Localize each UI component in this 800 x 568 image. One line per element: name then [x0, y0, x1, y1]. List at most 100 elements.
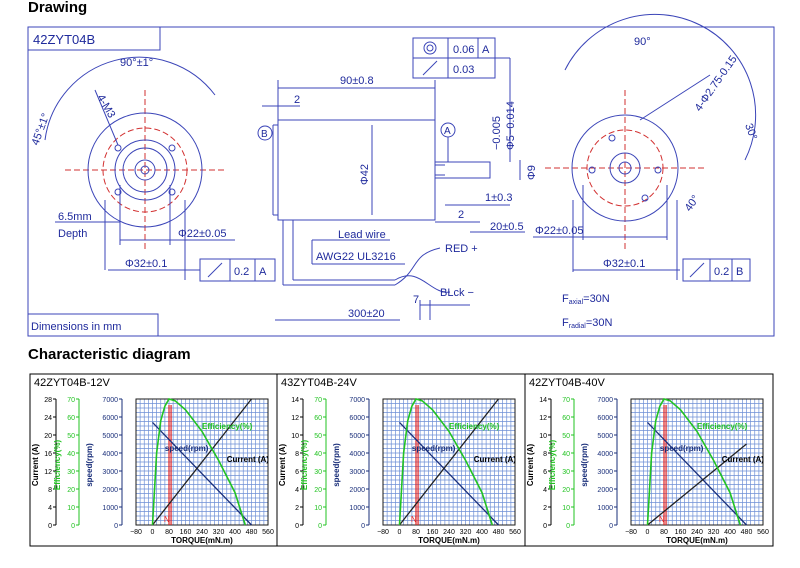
efficiency-label: Efficiency(%)	[449, 422, 500, 431]
technical-drawing: 42ZYT04B Dimensions in mm	[27, 13, 775, 337]
current-line	[151, 398, 253, 526]
torque-tick: 480	[493, 529, 505, 536]
eff-tick: 40	[314, 451, 322, 458]
eff-tick: 40	[67, 451, 75, 458]
eff-tick: 60	[562, 415, 570, 422]
speed-tick: 2000	[349, 487, 365, 494]
eff-tick: 50	[314, 433, 322, 440]
torque-tick: 80	[165, 529, 173, 536]
torque-tick: 400	[724, 529, 736, 536]
tol-label-r: 0.2	[714, 266, 729, 278]
speed-tick: 7000	[597, 397, 613, 404]
speed-tick: 4000	[349, 451, 365, 458]
eff-tick: 70	[67, 397, 75, 404]
torque-tick: 400	[229, 529, 241, 536]
speed-tick: 1000	[597, 505, 613, 512]
axis-title: Current (A)	[526, 444, 535, 487]
drawing-frame	[27, 26, 775, 337]
chart-title: 43ZYT04B-24V	[281, 377, 357, 389]
speed-label: speed(rpm)	[412, 444, 456, 453]
marker-label: N	[411, 515, 417, 524]
speed-tick: 2000	[597, 487, 613, 494]
d32-label: Φ32±0.1	[125, 258, 167, 270]
speed-tick: 5000	[349, 433, 365, 440]
eff-tick: 0	[318, 523, 322, 530]
eff-tick: 10	[562, 505, 570, 512]
x-axis-title: TORQUE(mN.m)	[418, 536, 480, 545]
holes-label: 4-M3	[94, 93, 117, 121]
torque-tick: 400	[476, 529, 488, 536]
d2b-label: 2	[458, 209, 464, 221]
torque-tick: 240	[196, 529, 208, 536]
torque-tick: 160	[427, 529, 439, 536]
current-label: Current (A)	[722, 455, 765, 464]
left-front-view: 90°±1° 45°±1° 4-M3 6.5mm Depth Φ22±0.05 …	[30, 56, 276, 282]
x-axis-title: TORQUE(mN.m)	[666, 536, 728, 545]
torque-tick: 80	[412, 529, 420, 536]
a30-label: 30°	[742, 122, 759, 142]
eff-tick: 40	[562, 451, 570, 458]
torque-tick: 0	[398, 529, 402, 536]
current-tick: 12	[291, 415, 299, 422]
torque-tick: 560	[509, 529, 521, 536]
speed-tick: 3000	[597, 469, 613, 476]
angle-label-r: 90°	[634, 36, 651, 48]
current-tick: 4	[543, 487, 547, 494]
speed-tick: 7000	[349, 397, 365, 404]
torque-tick: 240	[443, 529, 455, 536]
eff-tick: 20	[562, 487, 570, 494]
conc-ref: A	[482, 44, 490, 56]
current-tick: 16	[44, 451, 52, 458]
chart-title: 42ZYT04B-12V	[34, 377, 110, 389]
tol-label: 0.2	[234, 266, 249, 278]
speed-tick: 2000	[102, 487, 118, 494]
speed-tick: 3000	[102, 469, 118, 476]
current-tick: 0	[295, 523, 299, 530]
efficiency-label: Efficiency(%)	[202, 422, 253, 431]
current-tick: 6	[295, 469, 299, 476]
torque-tick: −80	[625, 529, 637, 536]
lead-label: Lead wire	[338, 229, 386, 241]
eff-tick: 60	[314, 415, 322, 422]
torque-tick: 0	[646, 529, 650, 536]
eff-tick: 0	[566, 523, 570, 530]
speed-tick: 0	[609, 523, 613, 530]
efficiency-curve	[398, 398, 494, 526]
speed-tick: 4000	[102, 451, 118, 458]
current-label: Current (A)	[474, 455, 517, 464]
red-label: RED +	[445, 243, 478, 255]
current-tick: 10	[539, 433, 547, 440]
d7-label: 7	[413, 294, 419, 306]
len90-label: 90±0.8	[340, 75, 374, 87]
speed-tick: 5000	[597, 433, 613, 440]
chart-title: 42ZYT04B-40V	[529, 377, 605, 389]
d22-label: Φ22±0.05	[178, 228, 226, 240]
current-tick: 12	[539, 415, 547, 422]
holes-label-r: 4-Φ2.75-0.15	[693, 54, 740, 114]
eff-tick: 20	[314, 487, 322, 494]
torque-tick: 320	[460, 529, 472, 536]
current-tick: 6	[543, 469, 547, 476]
torque-tick: 160	[675, 529, 687, 536]
eff-tick: 20	[67, 487, 75, 494]
current-tick: 4	[295, 487, 299, 494]
axis-title: speed(rpm)	[85, 443, 94, 487]
datum-a-label: A	[444, 126, 451, 137]
eff-tick: 30	[67, 469, 75, 476]
speed-tick: 6000	[102, 415, 118, 422]
torque-tick: 480	[741, 529, 753, 536]
torque-tick: 480	[246, 529, 258, 536]
black-label: BLck −	[440, 287, 474, 299]
d22-label-r: Φ22±0.05	[535, 225, 583, 237]
shaft-tol2: Φ5−0.014	[505, 101, 517, 150]
speed-tick: 5000	[102, 433, 118, 440]
eff-tick: 50	[67, 433, 75, 440]
a40-label: 40°	[683, 193, 702, 214]
current-tick: 0	[48, 523, 52, 530]
marker-label: N	[164, 515, 170, 524]
side-view: 90±0.8 2 B A 0.06 A 0.03 −0.005 Φ5−0.014…	[257, 37, 538, 321]
current-tick: 0	[543, 523, 547, 530]
